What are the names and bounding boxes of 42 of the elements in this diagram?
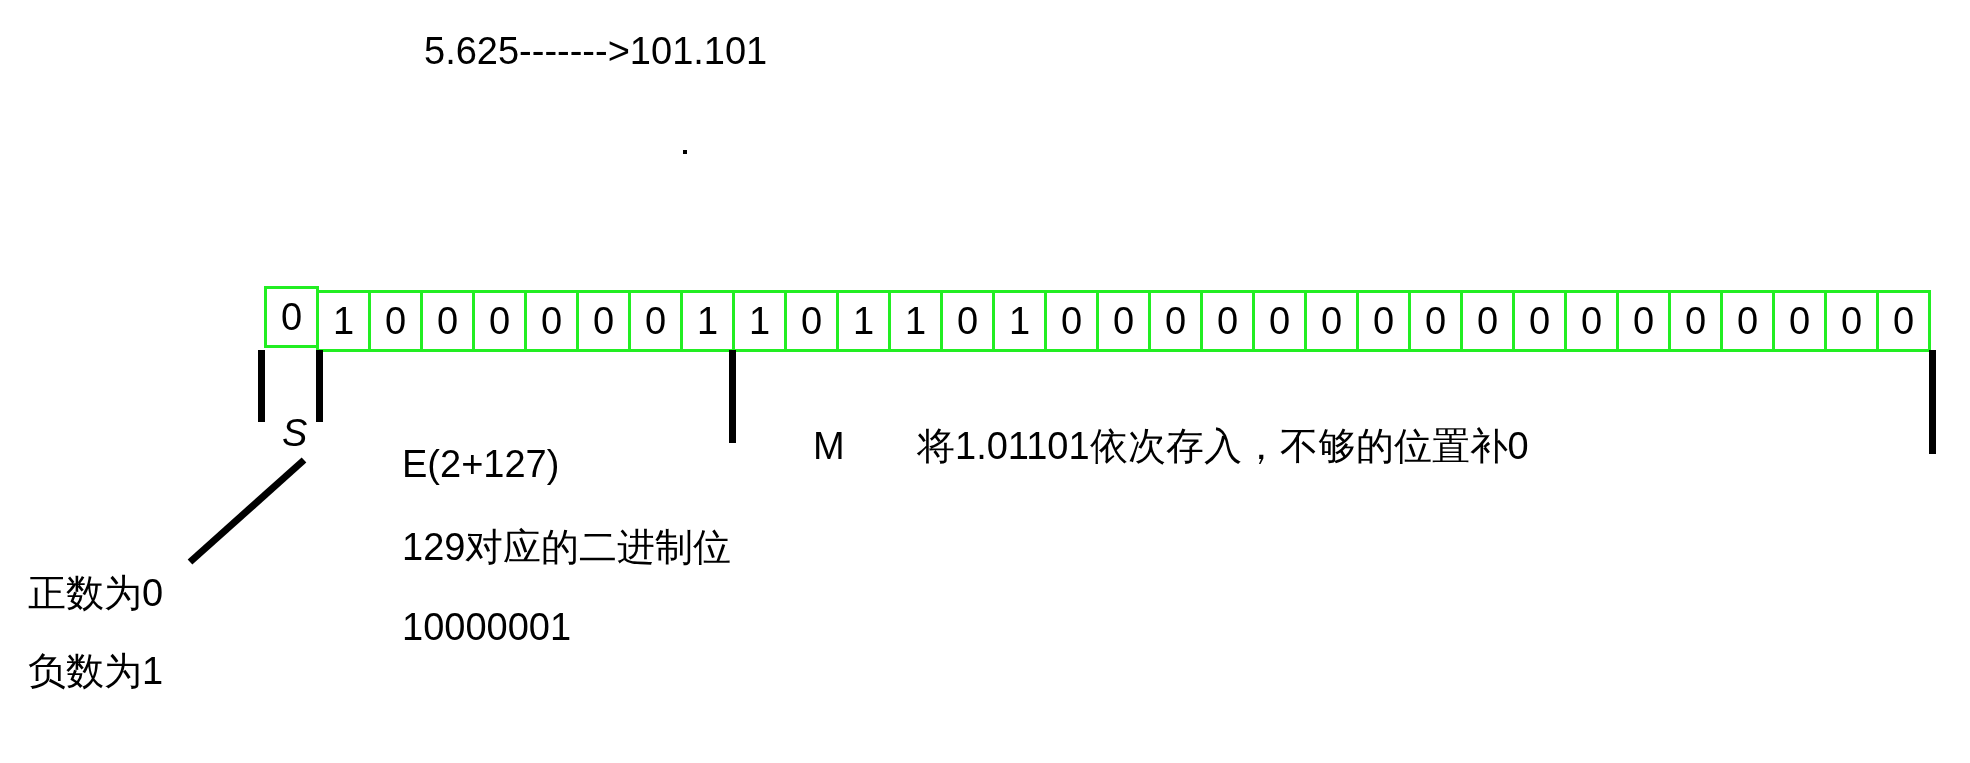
bit-cell: 0	[1564, 290, 1619, 352]
bit-cell: 0	[784, 290, 839, 352]
mantissa-note: 将1.01101依次存入，不够的位置补0	[917, 424, 1529, 469]
bit-cell: 0	[420, 290, 475, 352]
bit-cell: 1	[316, 290, 371, 352]
bit-cell: 0	[1304, 290, 1359, 352]
bit-cell: 0	[1096, 290, 1151, 352]
bit-cell: 1	[680, 290, 735, 352]
field-label: M	[813, 424, 845, 469]
exponent-note: 10000001	[402, 605, 572, 650]
note-text: 负数为1	[28, 649, 164, 694]
bit-cell: 0	[1200, 290, 1255, 352]
bit-cell: 0	[1148, 290, 1203, 352]
field-label: S	[282, 410, 308, 456]
bit-cell: 0	[1668, 290, 1723, 352]
bit-cell: 0	[1044, 290, 1099, 352]
bit-cell: 0	[1512, 290, 1567, 352]
bit-cell: 0	[1460, 290, 1515, 352]
bit-cell: 1	[836, 290, 891, 352]
leader-line	[187, 457, 307, 565]
bit-cell: 0	[1252, 290, 1307, 352]
bit-cell: 0	[940, 290, 995, 352]
bit-cell: 1	[992, 290, 1047, 352]
bit-cell: 0	[576, 290, 631, 352]
bit-cell: 1	[732, 290, 787, 352]
bit-cell: 0	[1356, 290, 1411, 352]
bit-cell: 0	[368, 290, 423, 352]
bit-cell: 0	[1408, 290, 1463, 352]
bit-cell: 0	[472, 290, 527, 352]
bit-cell: 0	[1824, 290, 1879, 352]
bit-cell: 0	[264, 286, 319, 348]
exponent-note: 129对应的二进制位	[402, 525, 732, 570]
conversion-text: 5.625------->101.101	[424, 29, 768, 74]
bit-cell: 0	[1616, 290, 1671, 352]
note-text: 正数为0	[28, 571, 164, 616]
bit-cell: 0	[1772, 290, 1827, 352]
bit-cell: 0	[1876, 290, 1931, 352]
exponent-note: E(2+127)	[402, 442, 560, 487]
bit-cell: 1	[888, 290, 943, 352]
bit-cell: 0	[628, 290, 683, 352]
bit-cell: 0	[524, 290, 579, 352]
bit-cell: 0	[1720, 290, 1775, 352]
